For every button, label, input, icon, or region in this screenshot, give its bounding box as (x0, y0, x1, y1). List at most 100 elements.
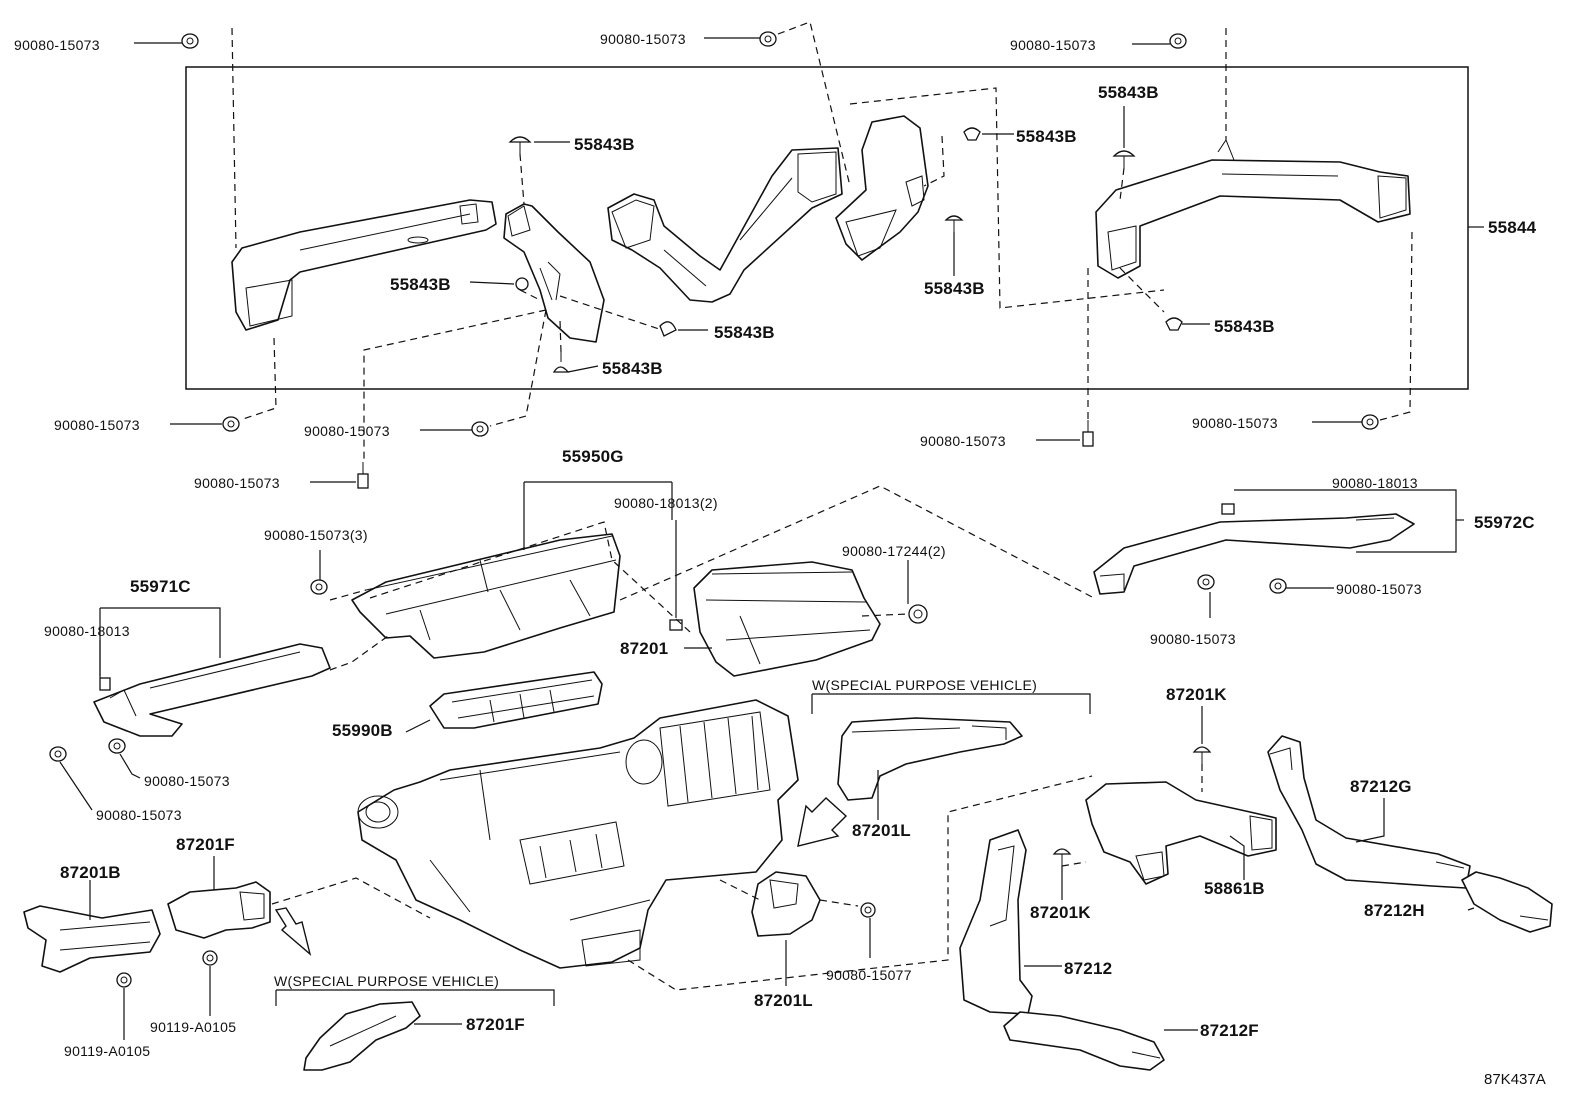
clip-55843b-5 (944, 215, 964, 232)
label-variant-note: W(SPECIAL PURPOSE VEHICLE) (812, 677, 1037, 693)
label-part-number: 87201 (620, 639, 668, 658)
label-part-number: 55843B (714, 323, 775, 342)
fastener-90080-15077 (860, 902, 876, 918)
fastener-low-2 (471, 421, 489, 437)
label-part-number: 90080-18013 (1332, 475, 1418, 491)
duct-55971c (93, 643, 331, 737)
duct-87201f-lower (303, 1001, 421, 1071)
label-part-number: 90080-15073 (54, 417, 140, 433)
arrow-icon (797, 797, 848, 847)
label-part-number: 87201B (60, 863, 121, 882)
label-part-number: 87201K (1166, 685, 1227, 704)
diagram-reference-code: 87K437A (1484, 1071, 1546, 1088)
label-part-number: 55990B (332, 721, 393, 740)
label-part-number: 87212 (1064, 959, 1112, 978)
label-part-number: 90080-17244(2) (842, 543, 946, 559)
label-part-number: 55844 (1488, 218, 1537, 237)
group-frame (185, 66, 1469, 390)
duct-left-long (231, 199, 497, 331)
clip-55843b-8 (552, 352, 570, 373)
fastener-top-center (759, 31, 777, 47)
clip-55843b-6 (659, 321, 677, 337)
label-part-number: 87212G (1350, 777, 1412, 796)
label-part-number: 87201K (1030, 903, 1091, 922)
register-55950g (351, 533, 621, 659)
label-part-number: 90080-15073 (194, 475, 280, 491)
label-part-number: 90080-18013 (44, 623, 130, 639)
label-part-number: 55843B (1214, 317, 1275, 336)
filter-55990b (429, 671, 603, 729)
fastener-low-5 (357, 462, 369, 489)
label-part-number: 55843B (1098, 83, 1159, 102)
label-part-number: 55843B (924, 279, 985, 298)
label-part-number: 90080-15073 (1010, 37, 1096, 53)
label-variant-note: W(SPECIAL PURPOSE VEHICLE) (274, 973, 499, 989)
fastener-mid-5 (1269, 578, 1287, 594)
clip-87201k-side (1052, 848, 1072, 866)
fastener-mid-2 (669, 619, 683, 631)
duct-87212 (959, 829, 1033, 1015)
label-part-number: 87212H (1364, 901, 1425, 920)
duct-elbow-left (503, 203, 605, 343)
label-part-number: 90080-18013(2) (614, 495, 718, 511)
fastener-top-left (181, 33, 199, 49)
label-part-number: 90080-15073 (1150, 631, 1236, 647)
label-part-number: 90080-15073 (304, 423, 390, 439)
clip-55843b-7 (1165, 317, 1183, 331)
fastener-mid-1 (310, 579, 328, 595)
fastener-top-right (1169, 33, 1187, 49)
clip-87201k-top (1192, 746, 1212, 764)
duct-87212h (1461, 871, 1553, 933)
label-part-number: 55843B (602, 359, 663, 378)
duct-87201l-lower (751, 871, 821, 937)
fastener-mid-6 (49, 746, 67, 762)
duct-55972c (1093, 503, 1415, 595)
label-part-number: 90080-15073 (600, 31, 686, 47)
arrow-icon (274, 907, 312, 956)
fastener-low-4 (1361, 414, 1379, 430)
hvac-unit (357, 699, 799, 969)
duct-58861b (1085, 781, 1277, 885)
label-part-number: 87201F (176, 835, 235, 854)
label-part-number: 90080-15073 (1192, 415, 1278, 431)
label-part-number: 90080-15073 (96, 807, 182, 823)
label-part-number: 90080-15073 (144, 773, 230, 789)
label-part-number: 90080-15073(3) (264, 527, 368, 543)
fastener-low-3 (1082, 420, 1094, 447)
clip-55843b-3 (1112, 150, 1136, 168)
duct-center-right (835, 115, 929, 261)
label-part-number: 58861B (1204, 879, 1265, 898)
label-part-number: 87212F (1200, 1021, 1259, 1040)
fastener-90119-a (202, 950, 218, 966)
label-part-number: 87201L (852, 821, 911, 840)
clip-55843b-2 (963, 127, 981, 141)
label-part-number: 87201F (466, 1015, 525, 1034)
label-part-number: 55972C (1474, 513, 1535, 532)
fastener-mid-4 (1197, 574, 1215, 590)
label-part-number: 55950G (562, 447, 624, 466)
label-part-number: 87201L (754, 991, 813, 1010)
label-part-number: 90119-A0105 (64, 1043, 150, 1059)
fastener-mid-7 (108, 738, 126, 754)
duct-87212f (1003, 1011, 1165, 1071)
label-part-number: 90080-15073 (1336, 581, 1422, 597)
duct-87201b (23, 905, 161, 973)
label-part-number: 90080-15077 (826, 967, 912, 983)
label-part-number: 90080-15073 (920, 433, 1006, 449)
duct-87201l-upper (837, 717, 1023, 801)
fastener-mid-3 (908, 604, 928, 624)
label-part-number: 90119-A0105 (150, 1019, 236, 1035)
duct-center-y (607, 147, 843, 303)
label-part-number: 90080-15073 (14, 37, 100, 53)
label-part-number: 55843B (574, 135, 635, 154)
label-part-number: 55843B (1016, 127, 1077, 146)
fastener-90119-b (116, 972, 132, 988)
duct-87201f-upper (167, 881, 271, 939)
label-part-number: 55843B (390, 275, 451, 294)
fastener-low-1 (222, 416, 240, 432)
label-part-number: 55971C (130, 577, 191, 596)
box-87201 (693, 561, 881, 677)
clip-55843b-4 (515, 277, 529, 291)
clip-55843b-1 (508, 136, 532, 154)
